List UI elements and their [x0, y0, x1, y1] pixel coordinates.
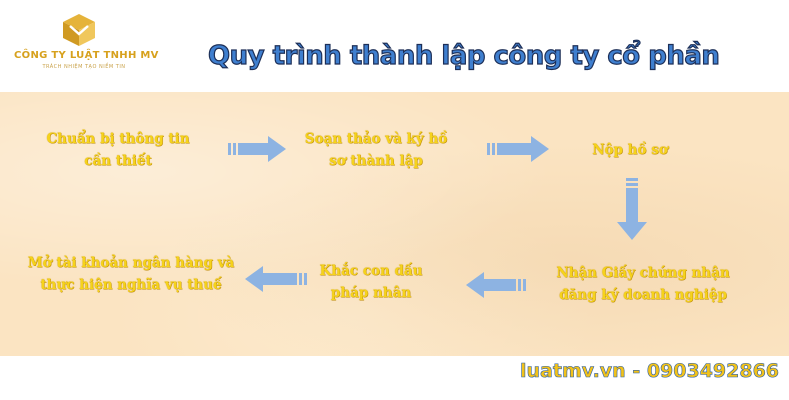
- step-open-bank-account: Mở tài khoản ngân hàng và thực hiện nghĩ…: [27, 255, 235, 293]
- arrow-down-icon: [617, 178, 647, 240]
- arrow-left-icon: [245, 266, 307, 292]
- step-receive-certificate: Nhận Giấy chứng nhận đăng ký doanh nghiệ…: [556, 265, 730, 303]
- logo-cube-icon: [63, 14, 95, 46]
- process-panel: Chuẩn bị thông tin cần thiết Soạn thảo v…: [0, 92, 789, 356]
- arrow-right-icon: [487, 136, 549, 162]
- contact-footer: luatmv.vn - 0903492866: [520, 360, 780, 383]
- page-title: Quy trình thành lập công ty cổ phần: [207, 40, 720, 71]
- logo-slogan: TRÁCH NHIỆM TẠO NIỀM TIN: [42, 64, 126, 70]
- arrow-right-icon: [228, 136, 286, 162]
- step-engrave-seal: Khắc con dấu pháp nhân: [319, 263, 423, 301]
- step-prepare-info: Chuẩn bị thông tin cần thiết: [46, 131, 190, 169]
- arrow-left-icon: [466, 272, 526, 298]
- logo-company-name: CÔNG TY LUẬT TNHH MV: [14, 50, 159, 61]
- step-draft-sign-docs: Soạn thảo và ký hồ sơ thành lập: [304, 131, 448, 169]
- company-logo: CÔNG TY LUẬT TNHH MV TRÁCH NHIỆM TẠO NIỀ…: [14, 12, 159, 76]
- step-submit-docs: Nộp hồ sơ: [592, 142, 668, 158]
